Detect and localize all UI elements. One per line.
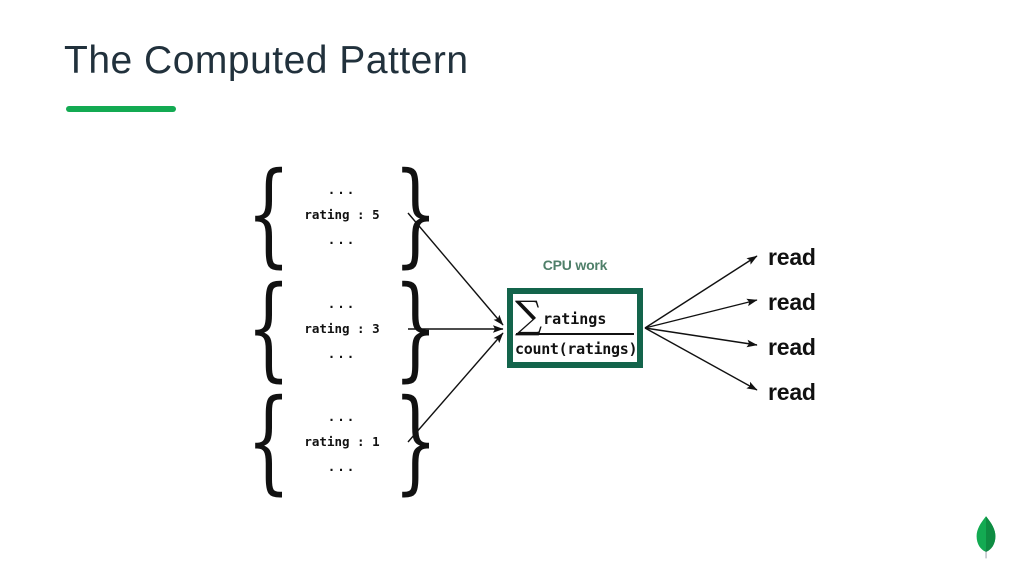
page-title: The Computed Pattern <box>64 39 469 82</box>
read-label: read <box>768 379 816 405</box>
document-card: { ... rating : 3 ... } <box>247 272 438 385</box>
title-underline-rule <box>66 106 176 112</box>
right-brace-icon: } <box>393 263 438 394</box>
right-brace-icon: } <box>393 149 438 280</box>
read-label: read <box>768 334 816 360</box>
document-body: ... rating : 3 ... <box>304 291 379 367</box>
document-bottom-ellipsis: ... <box>327 458 357 474</box>
document-top-ellipsis: ... <box>327 295 357 311</box>
formula-numerator-text: ratings <box>543 310 607 328</box>
read-label: read <box>768 244 816 270</box>
document-top-ellipsis: ... <box>327 408 357 424</box>
document-bottom-ellipsis: ... <box>327 231 357 247</box>
mongodb-leaf-icon <box>976 516 996 559</box>
document-card: { ... rating : 5 ... } <box>247 158 438 271</box>
sigma-icon: ∑ <box>515 293 543 338</box>
formula-numerator-row: ∑ ratings <box>514 293 636 338</box>
left-brace-icon: { <box>246 376 291 507</box>
document-card: { ... rating : 1 ... } <box>247 385 438 498</box>
document-body: ... rating : 5 ... <box>304 177 379 253</box>
formula-fraction-bar <box>516 333 634 335</box>
document-body: ... rating : 1 ... <box>304 404 379 480</box>
document-field-rating: rating : 5 <box>304 206 380 222</box>
document-top-ellipsis: ... <box>327 181 357 197</box>
arrow-compute-to-read <box>644 255 758 391</box>
right-brace-icon: } <box>393 376 438 507</box>
cpu-work-label: CPU work <box>542 257 608 273</box>
formula-denominator-text: count(ratings) <box>515 340 638 358</box>
read-label: read <box>768 289 816 315</box>
compute-formula-box: ∑ ratings count(ratings) <box>507 288 643 368</box>
left-brace-icon: { <box>246 263 291 394</box>
document-field-rating: rating : 3 <box>304 320 380 336</box>
document-bottom-ellipsis: ... <box>327 345 357 361</box>
left-brace-icon: { <box>246 149 291 280</box>
average-rating-formula: ∑ ratings count(ratings) <box>513 293 638 362</box>
document-field-rating: rating : 1 <box>304 433 380 449</box>
